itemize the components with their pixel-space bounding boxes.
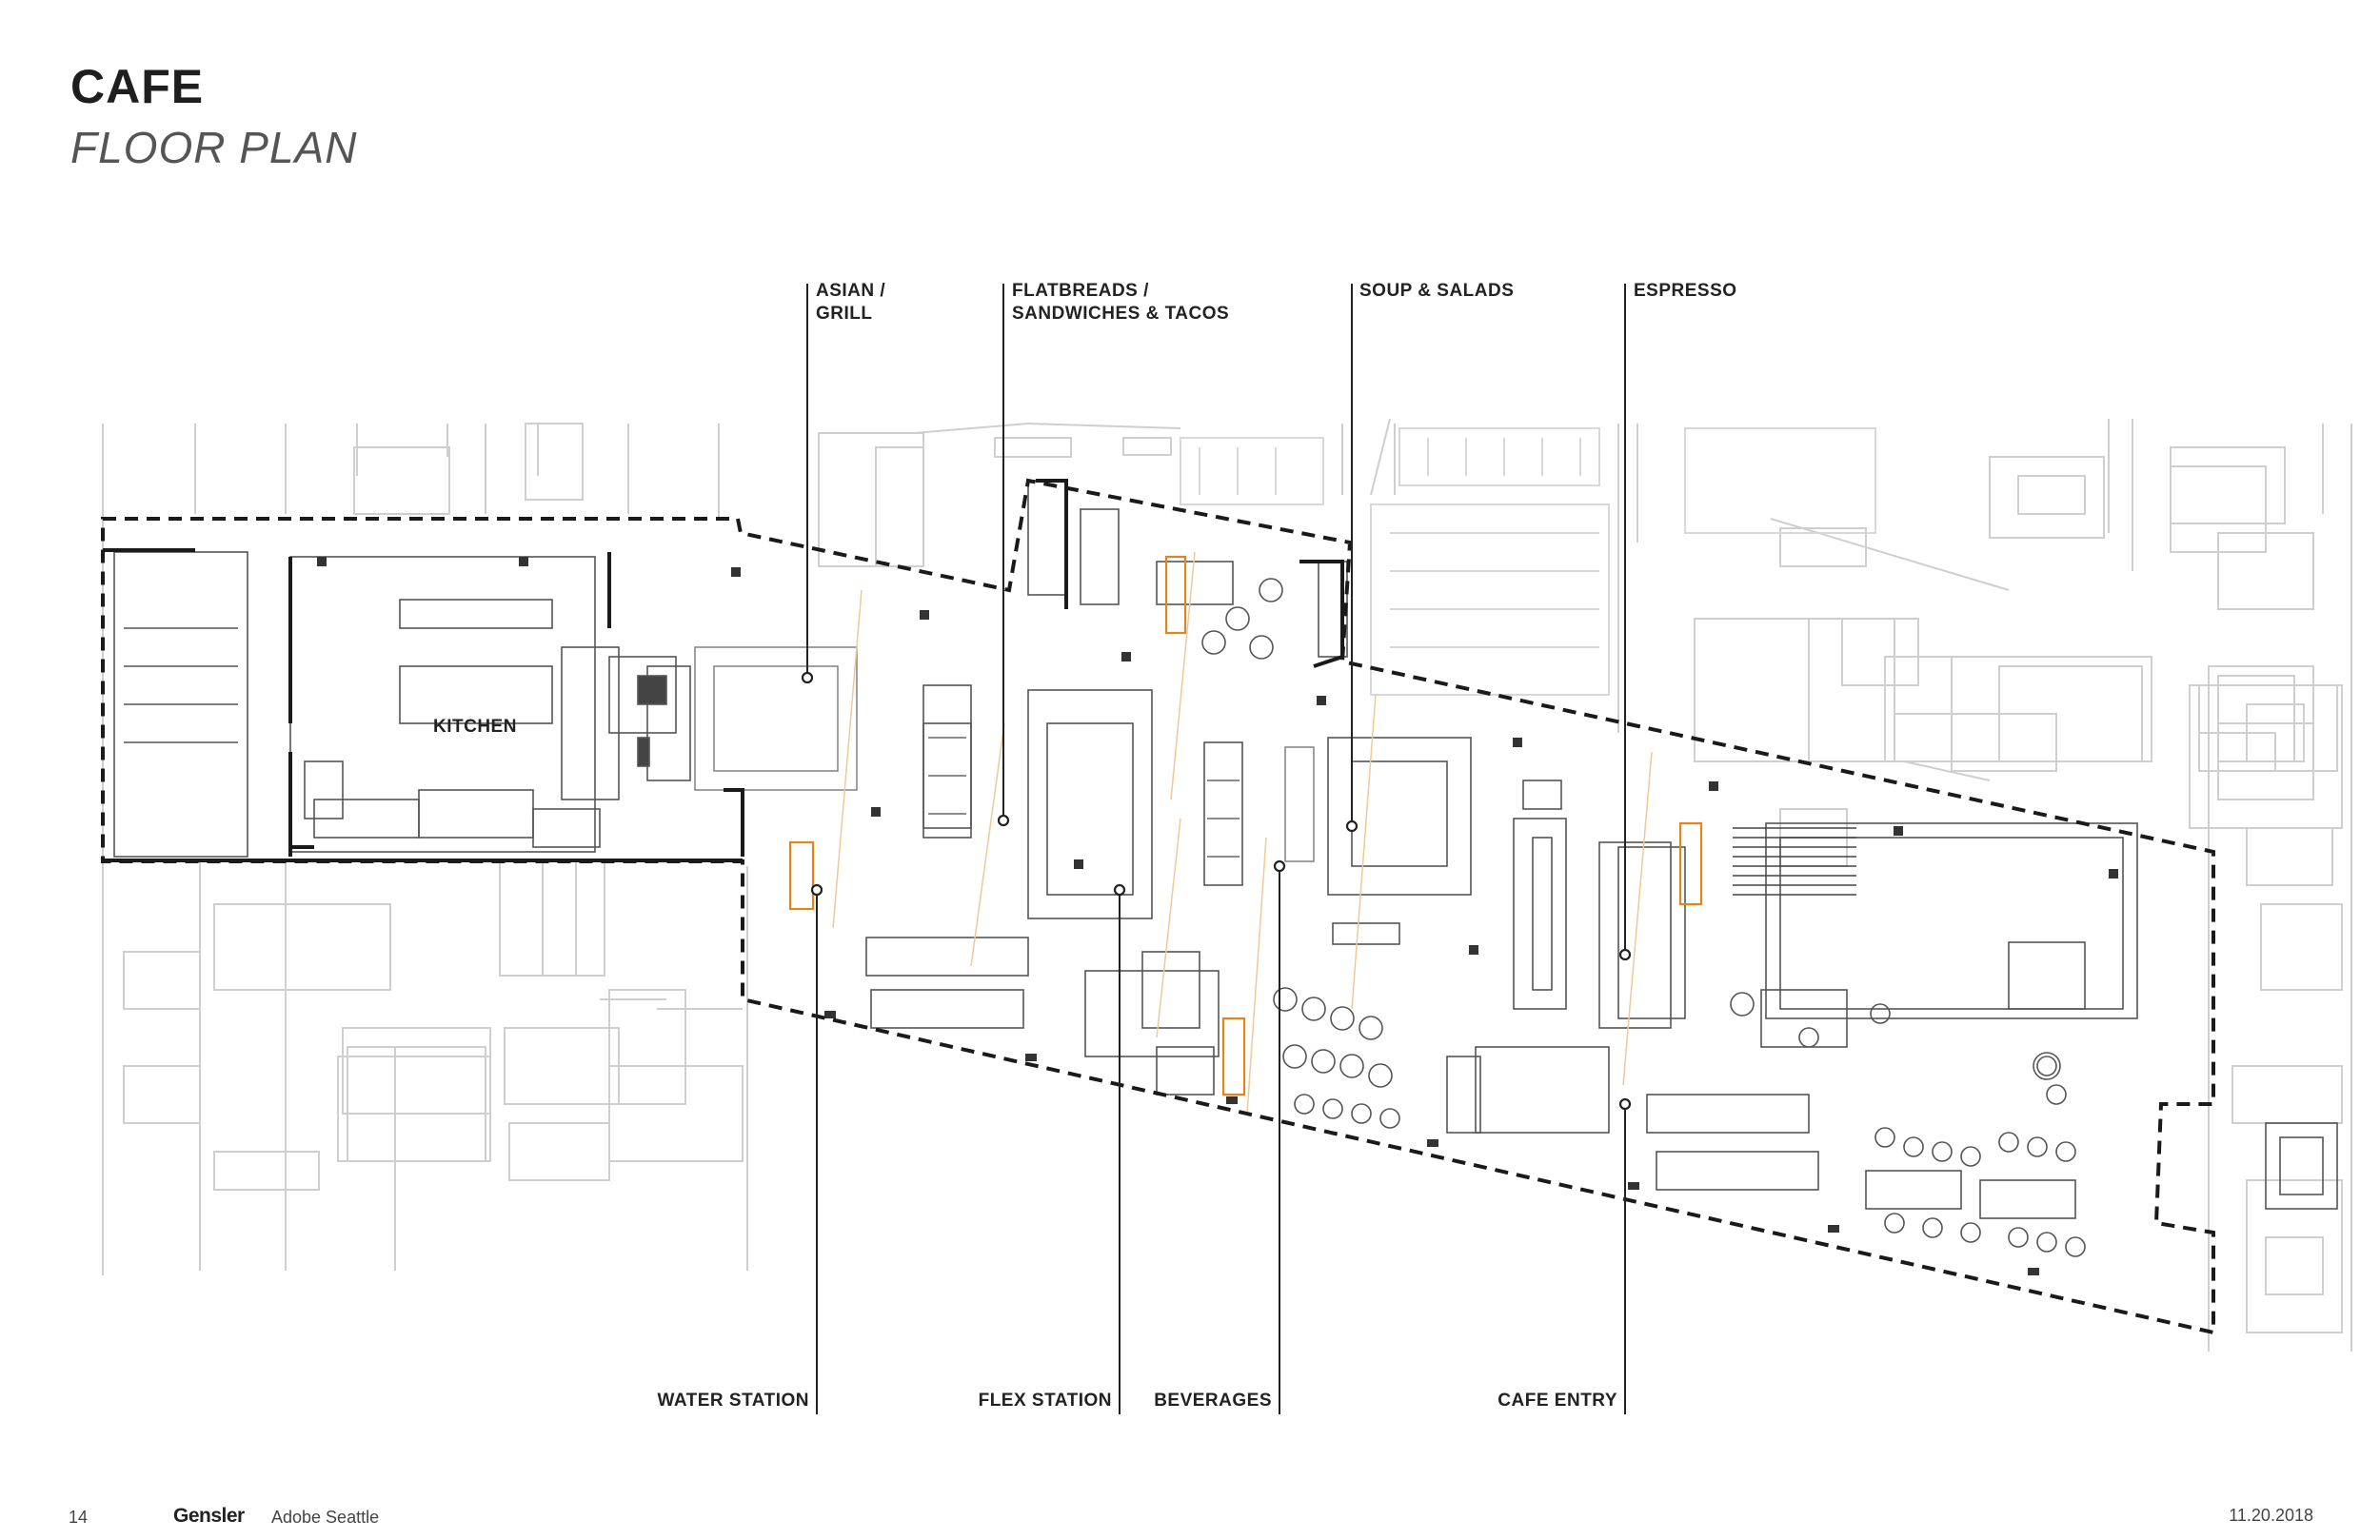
label-cafe-entry: CAFE ENTRY (1497, 1391, 1617, 1411)
page-title: CAFE (70, 60, 205, 113)
label-espresso: ESPRESSO (1634, 281, 1737, 301)
page-subtitle: FLOOR PLAN (70, 123, 358, 172)
label-asian-grill: ASIAN /GRILL (816, 281, 886, 324)
label-flex-station: FLEX STATION (978, 1391, 1112, 1411)
station-markers (788, 555, 1703, 1096)
label-flatbreads: FLATBREADS /SANDWICHES & TACOS (1012, 281, 1230, 324)
label-beverages: BEVERAGES (1154, 1391, 1272, 1411)
station-guides (832, 551, 1653, 1115)
project-name: Adobe Seattle (271, 1508, 380, 1527)
label-kitchen: KITCHEN (433, 717, 517, 737)
interior-walls (103, 479, 1344, 862)
label-soup-salads: SOUP & SALADS (1359, 281, 1515, 301)
interior-fixtures (113, 480, 2338, 1257)
callout-dots (801, 671, 1632, 1111)
label-water-station: WATER STATION (657, 1391, 809, 1411)
page-number: 14 (69, 1508, 89, 1527)
cafe-boundary (101, 478, 2215, 1335)
callout-leaders (806, 284, 1626, 1414)
document-date: 11.20.2018 (2229, 1506, 2313, 1525)
brand-logo: Gensler (173, 1505, 245, 1527)
structural-columns (317, 557, 2118, 1275)
